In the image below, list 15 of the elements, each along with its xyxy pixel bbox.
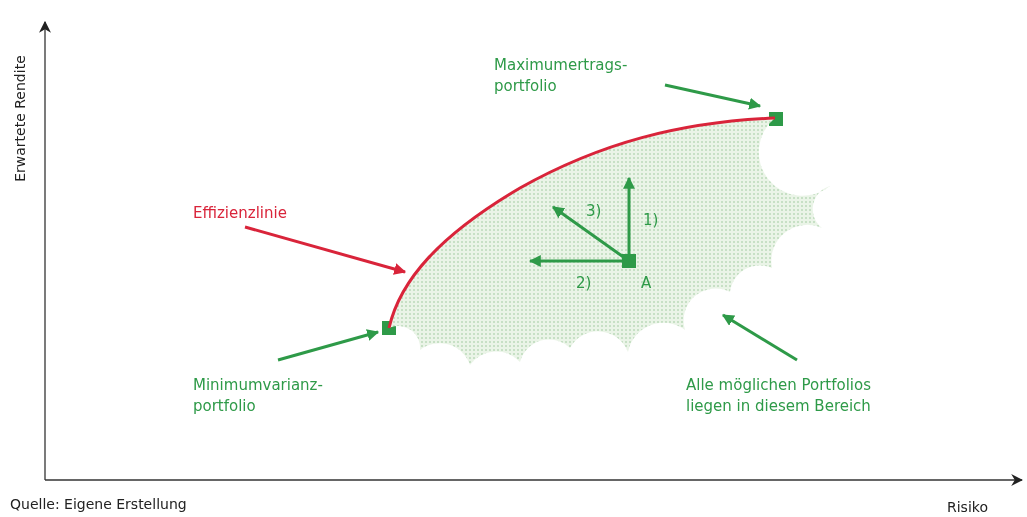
callout-text: Minimumvarianz- portfolio (193, 375, 333, 417)
leader-arrow (277, 329, 380, 362)
callout-text: Alle möglichen Portfolios liegen in diesem Bereich (686, 375, 916, 417)
leader-arrow (664, 83, 762, 110)
axis-title: Erwartete Rendite (10, 54, 29, 184)
edge-label: 2) (576, 273, 592, 294)
edge-label: 1) (643, 210, 659, 231)
callout-text: Effizienzlinie (193, 203, 287, 224)
leader-arrow (244, 225, 407, 275)
leader-arrow (721, 313, 798, 362)
caption: Quelle: Eigene Erstellung (10, 495, 187, 514)
callout-text: Maximumertrags- portfolio (494, 55, 634, 97)
edge-label: 3) (586, 201, 602, 222)
point-label: A (641, 273, 652, 294)
axis-title: Risiko (947, 498, 988, 517)
